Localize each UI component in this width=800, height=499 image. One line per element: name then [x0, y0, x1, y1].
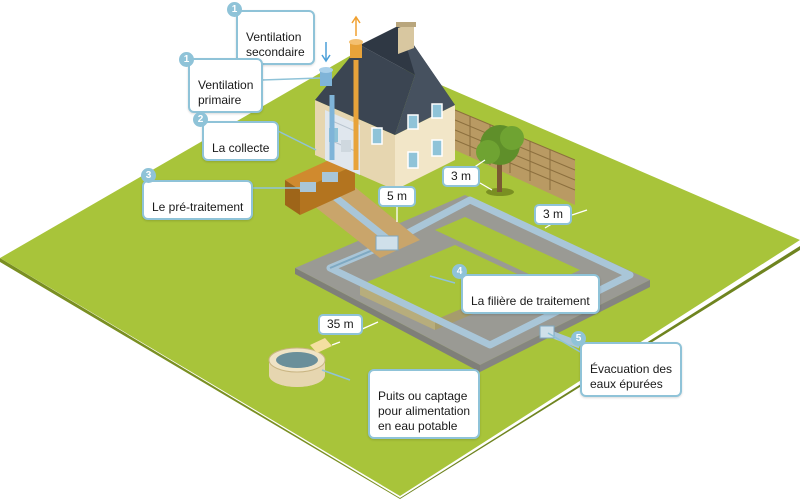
badge-3-pretraitement: 3	[141, 168, 156, 183]
callout-text: Ventilation primaire	[198, 78, 254, 107]
callout-ventilation-primaire: Ventilation primaire	[188, 58, 264, 113]
callout-leaders	[247, 77, 583, 381]
callout-text: La collecte	[212, 141, 270, 155]
badge-2-collecte: 2	[193, 112, 208, 127]
house-icon	[315, 22, 455, 190]
callout-pre-traitement: Le pré-traitement	[142, 180, 254, 220]
distance-5m: 5 m	[378, 186, 417, 207]
callout-collecte: La collecte	[202, 121, 280, 161]
callout-text: Évacuation des eaux épurées	[590, 362, 673, 391]
callout-text: La filière de traitement	[471, 294, 590, 308]
callout-puits: Puits ou captage pour alimentation en ea…	[368, 369, 481, 439]
ground-side-left	[0, 258, 400, 499]
badge-1-primaire: 1	[179, 52, 194, 67]
up-arrow-icon	[351, 15, 361, 36]
tree-icon	[476, 125, 524, 196]
badge-1-secondaire: 1	[227, 2, 242, 17]
callout-text: Puits ou captage pour alimentation en ea…	[378, 389, 471, 433]
distance-3m-boundary: 3 m	[534, 204, 573, 225]
badge-4-filiere: 4	[452, 264, 467, 279]
callout-filiere: La filière de traitement	[461, 274, 600, 314]
distance-35m: 35 m	[318, 314, 363, 335]
distance-3m-tree: 3 m	[442, 166, 481, 187]
callout-text: Ventilation secondaire	[246, 30, 305, 59]
down-arrow-icon	[321, 42, 331, 63]
distance-arrows	[331, 159, 588, 346]
callout-text: Le pré-traitement	[152, 200, 244, 214]
callout-ventilation-secondaire: Ventilation secondaire	[236, 10, 315, 65]
callout-evacuation: Évacuation des eaux épurées	[580, 342, 683, 397]
well-icon	[268, 338, 332, 387]
badge-5-evacuation: 5	[571, 331, 586, 346]
